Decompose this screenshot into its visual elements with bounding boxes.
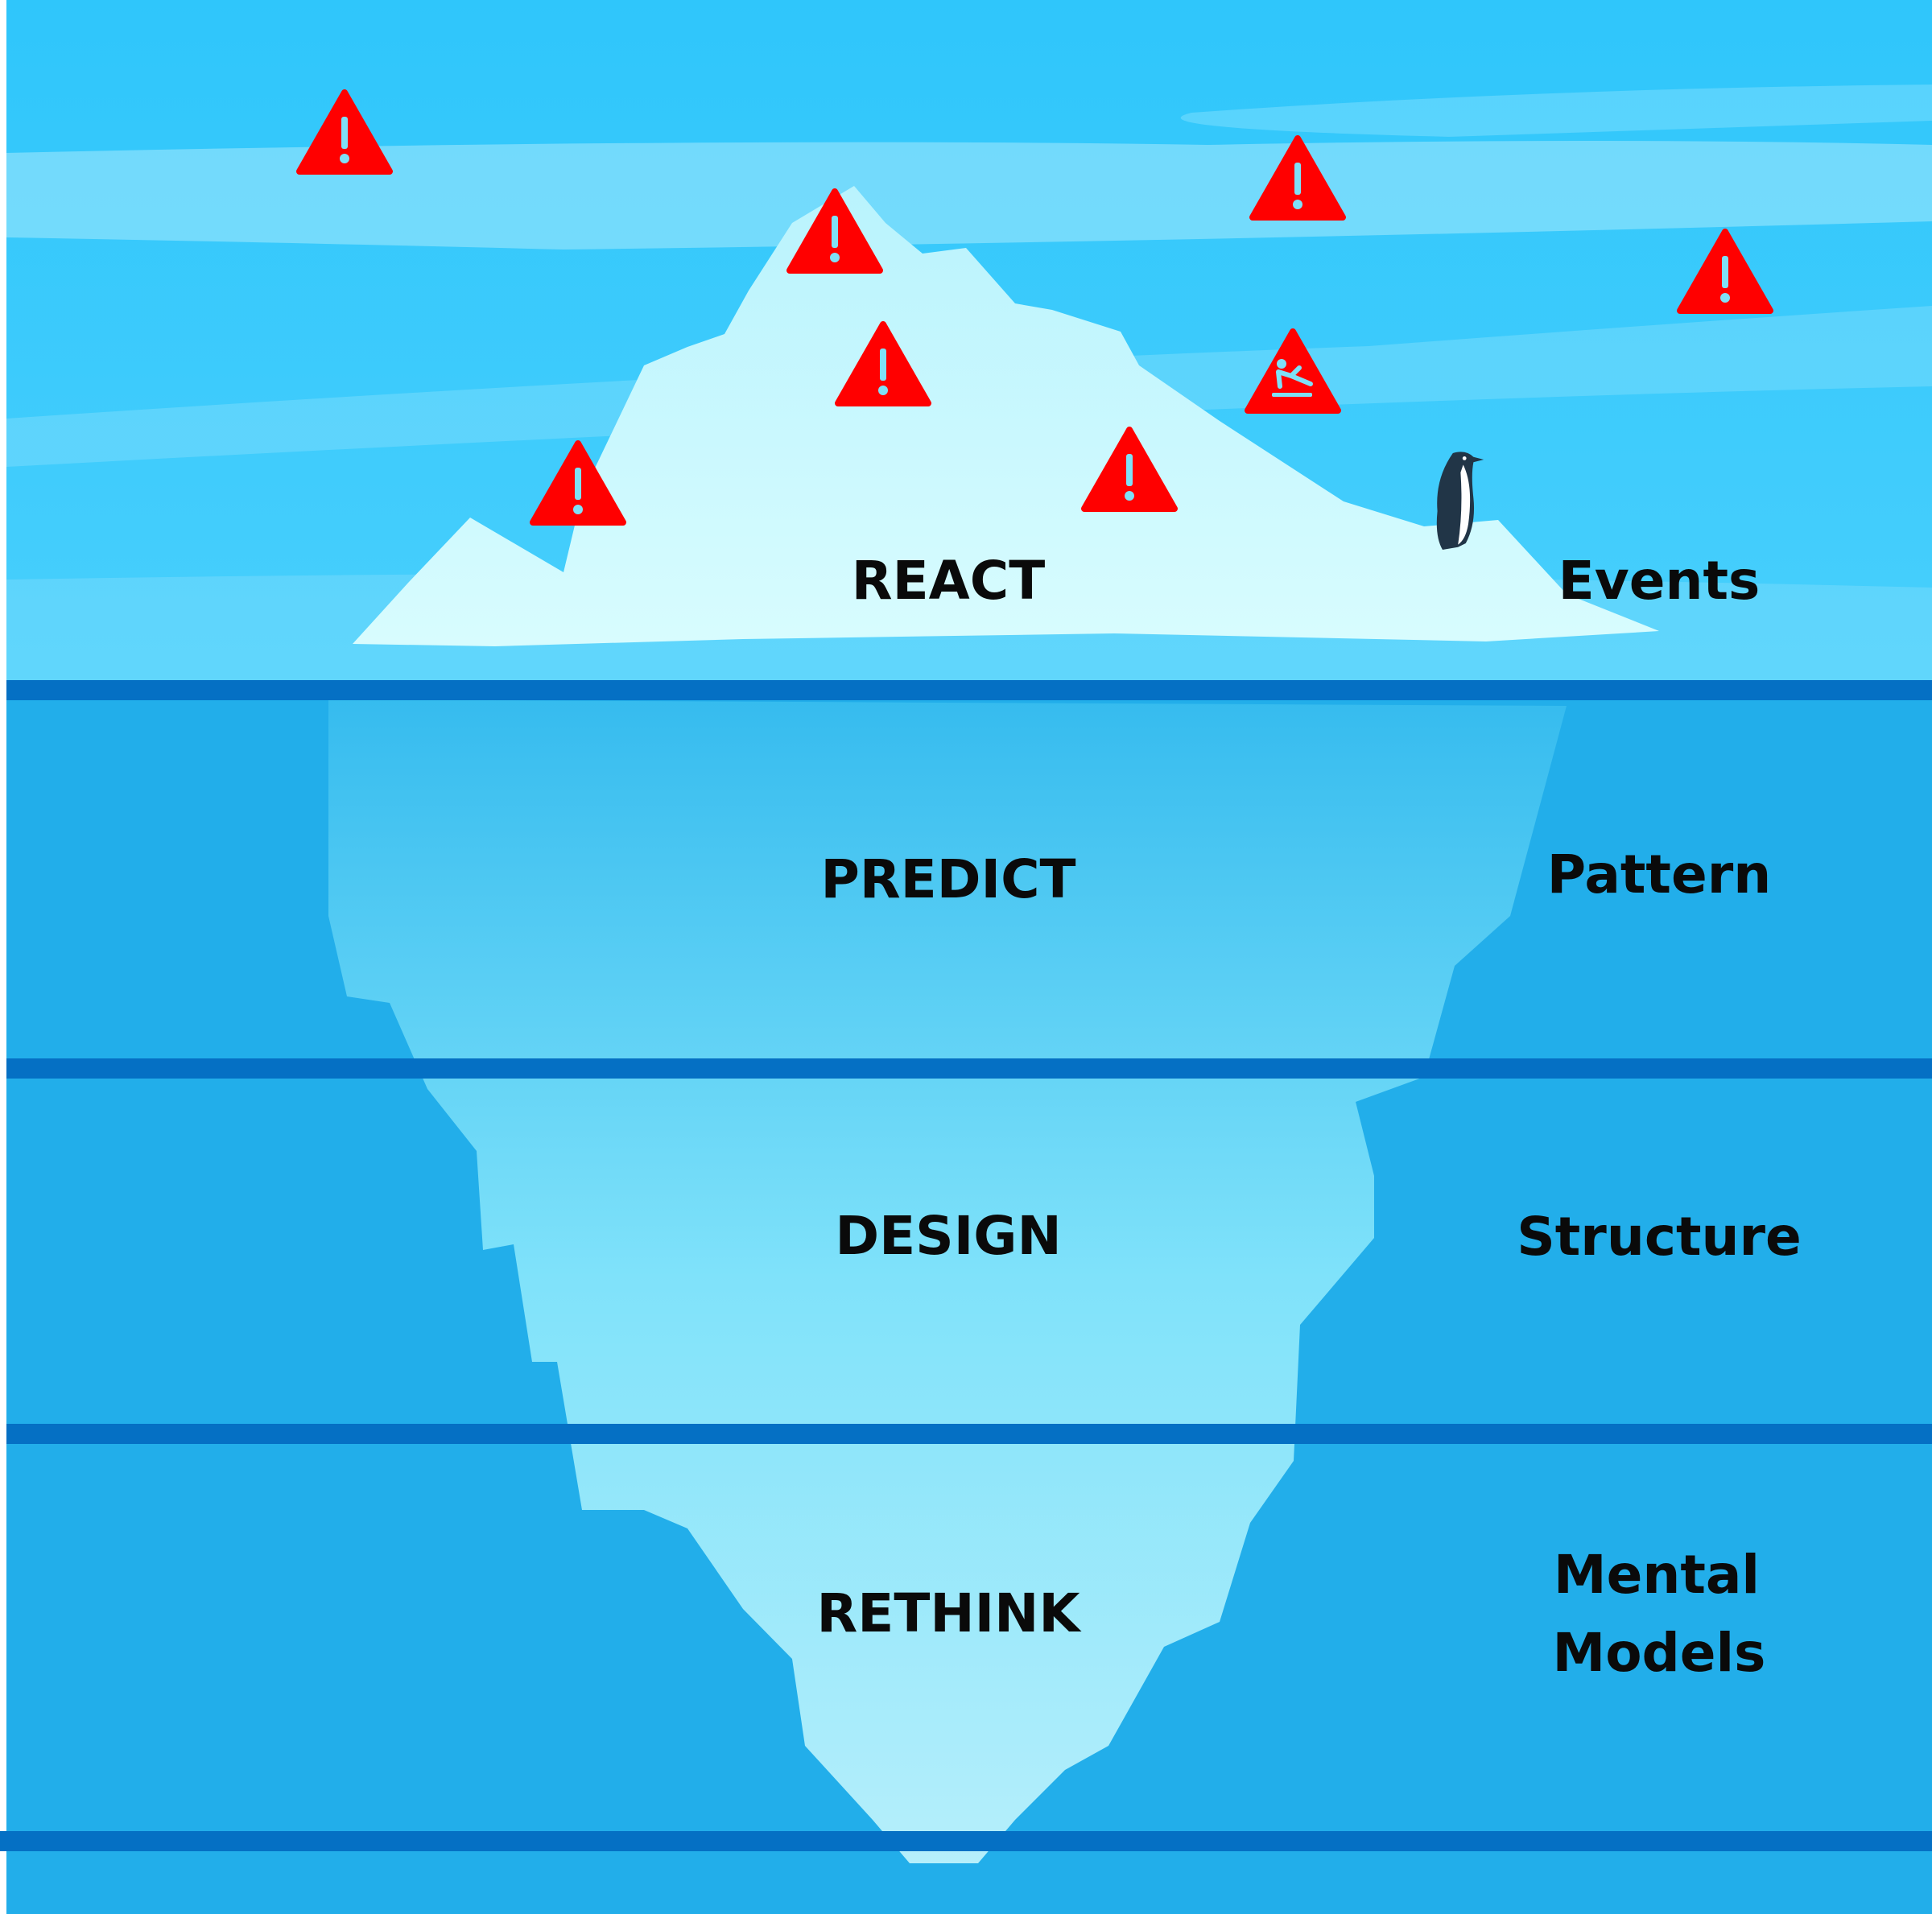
- layer-label: Pattern: [1547, 844, 1772, 905]
- warning-icon: [1081, 427, 1178, 512]
- level-name-rethink: RETHINK: [816, 1582, 1082, 1644]
- iceberg-underwater: [328, 699, 1567, 1863]
- warning-icon: [786, 188, 883, 274]
- level-divider: [0, 1831, 1932, 1851]
- warning-icon: [1249, 135, 1346, 221]
- slippery-surface-warning-icon: [1245, 328, 1341, 414]
- warning-icon: [835, 321, 931, 406]
- iceberg-tip: [353, 186, 1659, 646]
- layer-label: Structure: [1517, 1206, 1802, 1268]
- penguin: [1436, 452, 1484, 550]
- level-name-design: DESIGN: [835, 1205, 1061, 1267]
- level-divider: [6, 1058, 1932, 1079]
- level-divider: [6, 680, 1932, 700]
- warning-icon: [296, 89, 393, 175]
- warning-icon: [530, 440, 626, 526]
- layer-label: Models: [1553, 1622, 1766, 1684]
- level-divider: [6, 1424, 1932, 1444]
- layer-label: Events: [1558, 550, 1761, 612]
- level-name-react: REACT: [852, 550, 1045, 612]
- level-name-predict: PREDICT: [820, 848, 1075, 910]
- layer-label: Mental: [1554, 1544, 1760, 1606]
- warning-icon: [1677, 229, 1773, 314]
